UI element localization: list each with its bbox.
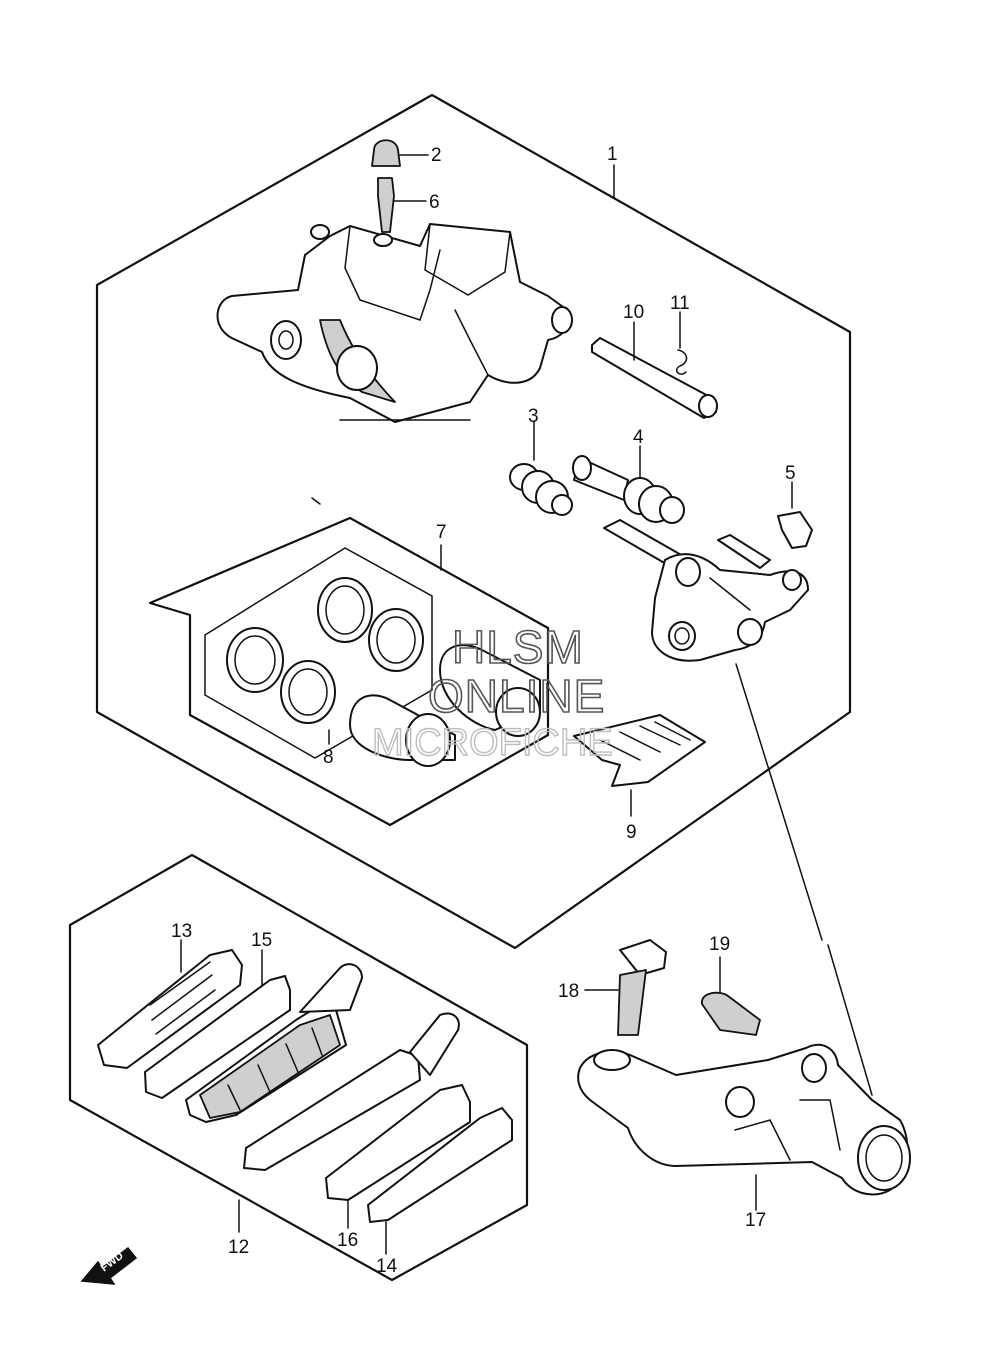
callout-9: 9 — [626, 822, 637, 843]
caliper-body — [216, 223, 573, 423]
piston-seals — [226, 577, 424, 745]
boot-4 — [572, 445, 685, 524]
watermark-line-3: MICROFICHE — [372, 722, 613, 764]
pad-shim-13 — [97, 939, 243, 1069]
bolt-18 — [584, 939, 667, 1036]
pad-shim-14 — [367, 1107, 513, 1255]
callout-16: 16 — [337, 1230, 358, 1251]
pad-15 — [144, 949, 291, 1099]
pad-with-backing — [185, 963, 363, 1123]
callout-11: 11 — [670, 293, 690, 314]
callout-7: 7 — [436, 522, 447, 543]
callout-10: 10 — [623, 302, 644, 323]
assembly-link-line — [735, 663, 873, 1096]
divider-dash — [311, 497, 321, 505]
seal-kit-outline — [148, 516, 550, 827]
pistons — [349, 544, 541, 767]
callout-2: 2 — [431, 145, 442, 166]
bleeder-cap — [371, 139, 429, 167]
callout-1: 1 — [607, 144, 618, 165]
pin-and-clip — [591, 311, 718, 419]
callout-14: 14 — [376, 1256, 398, 1277]
caliper-assembly-outline — [95, 93, 852, 950]
bleeder-screw — [377, 177, 427, 233]
mount-bracket — [577, 1043, 911, 1211]
piston-seal-box — [204, 547, 433, 759]
pad-kit-outline — [68, 853, 529, 1282]
caliper-bracket — [603, 519, 809, 662]
watermark: HLSM ONLINE MICROFICHE — [371, 620, 613, 765]
pad-spring — [573, 714, 706, 817]
callout-6: 6 — [429, 192, 440, 213]
callout-19: 19 — [709, 934, 730, 955]
boot-3 — [509, 421, 573, 516]
pad-16 — [243, 1012, 471, 1229]
callout-18: 18 — [558, 981, 579, 1002]
callout-12: 12 — [228, 1237, 249, 1258]
fwd-arrow-icon: FWD — [80, 1246, 138, 1285]
watermark-line-2: ONLINE — [428, 670, 605, 722]
clip-5 — [777, 481, 813, 549]
watermark-line-1: HLSM — [452, 621, 584, 673]
callout-3: 3 — [528, 406, 539, 427]
callout-5: 5 — [785, 463, 796, 484]
bolt-19 — [701, 956, 761, 1036]
callout-17: 17 — [745, 1210, 766, 1231]
callout-8: 8 — [323, 747, 334, 768]
callout-4: 4 — [633, 427, 644, 448]
callout-15: 15 — [251, 930, 272, 951]
callout-13: 13 — [171, 921, 192, 942]
